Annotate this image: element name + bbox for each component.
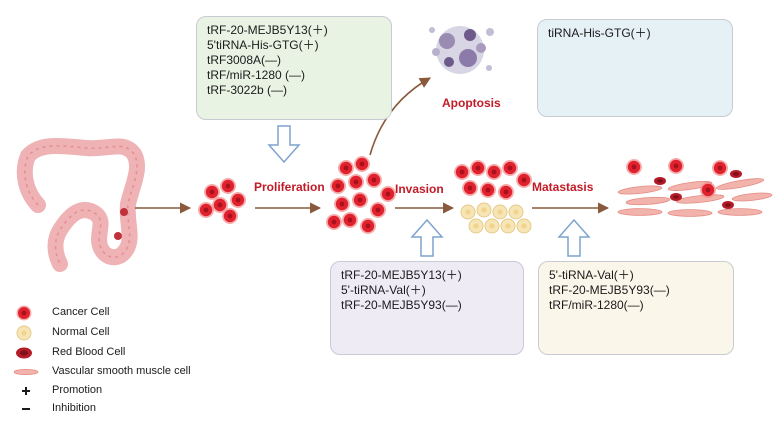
metastasis-blood-vessel — [617, 158, 773, 217]
minus-icon — [22, 408, 30, 410]
red-blood-cell-icon — [16, 347, 32, 359]
regulator-item: tRF-20-MEJB5Y93(—) — [341, 298, 462, 312]
stage-label-apoptosis: Apoptosis — [442, 96, 501, 110]
proliferating-cancer-cluster — [198, 178, 246, 224]
apoptotic-cell-cluster — [429, 26, 494, 74]
legend-label: Vascular smooth muscle cell — [52, 365, 191, 377]
regulator-item: tRF-3022b (—) — [207, 83, 288, 97]
regulator-item: 5'-tiRNA-Val(＋) — [549, 268, 634, 282]
legend-item-red-blood-cell: Red Blood Cell — [14, 345, 244, 361]
cancer-invading-normal-tissue — [454, 160, 532, 234]
cancer-cell-icon — [16, 305, 32, 321]
legend-label: Inhibition — [52, 402, 97, 414]
legend-label: Red Blood Cell — [52, 346, 126, 358]
metastasis-regulators-box: 5'-tiRNA-Val(＋) tRF-20-MEJB5Y93(—) tRF/m… — [538, 261, 734, 355]
stage-label-invasion: Invasion — [395, 182, 444, 196]
regulator-item: 5'tiRNA-His-GTG(＋) — [207, 38, 319, 52]
legend-label: Normal Cell — [52, 326, 110, 338]
regulator-item: tRF3008A(—) — [207, 53, 282, 67]
regulation-arrows — [267, 125, 591, 257]
plus-icon — [22, 387, 30, 395]
regulator-item: 5'-tiRNA-Val(＋) — [341, 283, 426, 297]
vascular-smooth-muscle-cell-icon — [14, 369, 39, 375]
stage-label-metastasis: Matastasis — [532, 180, 594, 194]
stage-label-proliferation: Proliferation — [254, 180, 325, 194]
normal-cell-icon — [16, 325, 32, 341]
legend-item-vascular-smooth-muscle-cell: Vascular smooth muscle cell — [14, 364, 244, 380]
legend-label: Promotion — [52, 384, 103, 396]
regulator-item: tRF-20-MEJB5Y13(＋) — [341, 268, 462, 282]
proliferation-regulators-box: tRF-20-MEJB5Y13(＋) 5'tiRNA-His-GTG(＋) tR… — [196, 16, 392, 120]
regulator-item: tiRNA-His-GTG(＋) — [548, 26, 651, 40]
legend-item-normal-cell: Normal Cell — [14, 325, 244, 341]
regulator-item: tRF/miR-1280 (—) — [207, 68, 306, 82]
legend-item-promotion: Promotion — [14, 383, 244, 399]
flow-arrows — [135, 77, 610, 214]
colon-illustration — [16, 137, 145, 272]
apoptosis-regulators-box: tiRNA-His-GTG(＋) — [537, 19, 733, 117]
regulator-item: tRF-20-MEJB5Y93(—) — [549, 283, 670, 297]
legend-item-inhibition: Inhibition — [14, 401, 244, 417]
legend-item-cancer-cell: Cancer Cell — [14, 305, 244, 321]
regulator-item: tRF-20-MEJB5Y13(＋) — [207, 23, 328, 37]
invasive-cancer-mass — [326, 156, 396, 234]
legend-label: Cancer Cell — [52, 306, 110, 318]
regulator-item: tRF/miR-1280(—) — [549, 298, 644, 312]
invasion-regulators-box: tRF-20-MEJB5Y13(＋) 5'-tiRNA-Val(＋) tRF-2… — [330, 261, 524, 355]
